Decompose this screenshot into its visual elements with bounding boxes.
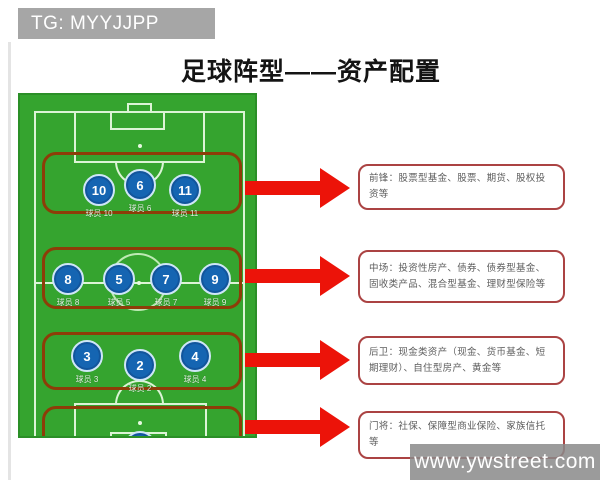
penalty-spot-bottom	[138, 421, 142, 425]
player-circle: 8	[52, 263, 84, 295]
player-number: 3	[83, 348, 91, 364]
player-label: 球员 2	[128, 384, 152, 393]
player-circle: 6	[124, 169, 156, 201]
football-pitch: 10 球员 10 6 球员 6 11 球员 11 8 球员 8 5 球员 5 7…	[18, 93, 257, 438]
group-outline-forwards	[42, 152, 242, 214]
player-circle: 11	[169, 174, 201, 206]
player-midfield-7: 7 球员 7	[136, 263, 196, 308]
player-number: 8	[64, 271, 72, 287]
player-label: 球员 4	[183, 375, 207, 384]
player-number: 9	[211, 271, 219, 287]
player-number: 6	[136, 177, 144, 193]
player-defender-2: 2 球员 2	[110, 349, 170, 394]
player-number: 2	[136, 357, 144, 373]
page-title: 足球阵型——资产配置	[180, 58, 441, 86]
goal-area-top	[110, 111, 165, 130]
penalty-spot-top	[138, 144, 142, 148]
player-label: 球员 9	[203, 298, 227, 307]
goal-top	[127, 103, 152, 113]
player-forward-10: 10 球员 10	[69, 174, 129, 219]
player-midfield-8: 8 球员 8	[38, 263, 98, 308]
player-goalkeeper	[110, 431, 170, 436]
player-number: 11	[178, 182, 192, 198]
tg-badge: TG: MYYJJPP	[18, 8, 215, 39]
player-label: 球员 6	[128, 204, 152, 213]
player-circle: 5	[103, 263, 135, 295]
player-label: 球员 7	[154, 298, 178, 307]
group-outline-defenders	[42, 332, 242, 390]
player-circle: 10	[83, 174, 115, 206]
annotation-box-midfielders: 中场：投资性房产、债券、债券型基金、固收类产品、混合型基金、理财型保险等	[358, 250, 565, 303]
player-label: 球员 5	[107, 298, 131, 307]
arrow-icon-goalkeeper	[245, 407, 350, 447]
player-label: 球员 3	[75, 375, 99, 384]
player-label: 球员 10	[85, 209, 113, 218]
player-forward-6: 6 球员 6	[110, 169, 170, 214]
player-label: 球员 8	[56, 298, 80, 307]
annotation-text: 中场：投资性房产、债券、债券型基金、固收类产品、混合型基金、理财型保险等	[369, 262, 546, 290]
player-circle: 9	[199, 263, 231, 295]
penalty-area-bottom	[74, 403, 207, 436]
watermark: www.ywstreet.com	[410, 444, 600, 480]
annotation-text: 后卫：现金类资产（现金、货币基金、短期理财）、自住型房产、黄金等	[369, 346, 546, 374]
group-outline-goalkeeper	[42, 406, 242, 436]
player-label: 球员 11	[171, 209, 199, 218]
player-circle	[124, 431, 156, 436]
player-circle: 4	[179, 340, 211, 372]
player-forward-11: 11 球员 11	[155, 174, 215, 219]
center-spot	[137, 281, 141, 285]
player-circle: 2	[124, 349, 156, 381]
player-number: 7	[162, 271, 170, 287]
player-midfield-5: 5 球员 5	[89, 263, 149, 308]
page-edge-line	[8, 42, 11, 480]
arrow-icon-forwards	[245, 168, 350, 208]
annotation-text: 前锋：股票型基金、股票、期货、股权投资等	[369, 173, 546, 200]
player-number: 4	[191, 348, 199, 364]
annotation-box-forwards: 前锋：股票型基金、股票、期货、股权投资等	[358, 164, 565, 210]
group-outline-midfielders	[42, 247, 242, 309]
arrow-icon-midfielders	[245, 256, 350, 296]
annotation-text: 门将：社保、保障型商业保险、家族信托等	[369, 421, 546, 448]
player-circle: 7	[150, 263, 182, 295]
annotation-box-defenders: 后卫：现金类资产（现金、货币基金、短期理财）、自住型房产、黄金等	[358, 336, 565, 385]
player-number: 10	[91, 182, 107, 198]
player-defender-3: 3 球员 3	[57, 340, 117, 385]
player-defender-4: 4 球员 4	[165, 340, 225, 385]
player-number: 5	[115, 271, 123, 287]
player-midfield-9: 9 球员 9	[185, 263, 245, 308]
arrow-icon-defenders	[245, 340, 350, 380]
player-circle: 3	[71, 340, 103, 372]
